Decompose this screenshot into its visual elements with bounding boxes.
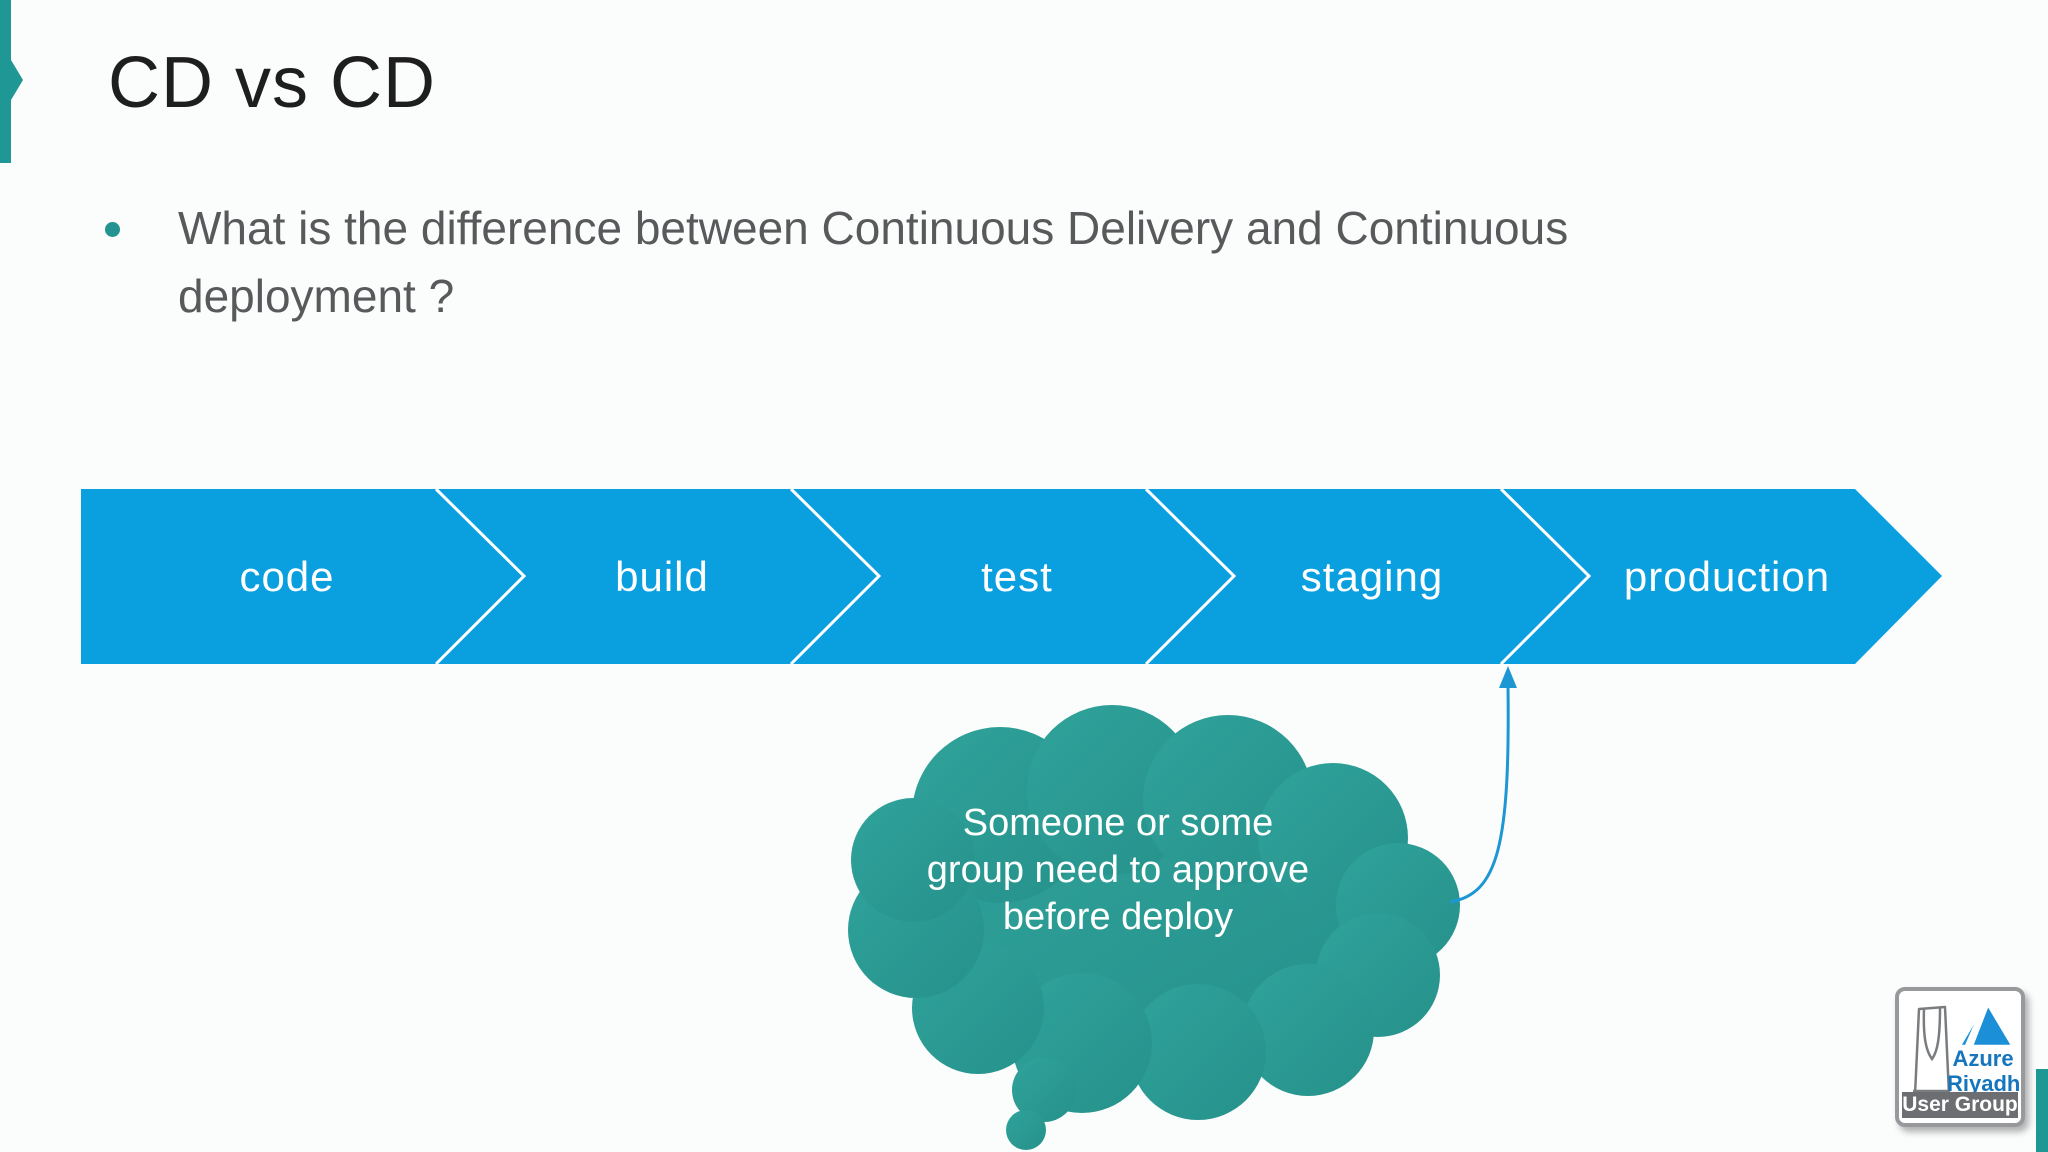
slide-accent-left: [0, 0, 23, 163]
cloud-callout-text: Someone or some group need to approve be…: [926, 802, 1310, 938]
chevron-separator: [1144, 487, 1237, 666]
stage-label-test: test: [981, 553, 1053, 600]
slide-accent-bottom-right: [2036, 1069, 2048, 1152]
logo-text-azure: Azure: [1952, 1046, 2014, 1071]
thought-bubble-trail-small: [1006, 1110, 1046, 1150]
question-text: What is the difference between Continuou…: [178, 202, 1569, 322]
stage-label-production: production: [1623, 553, 1831, 600]
thought-cloud-shape: [848, 705, 1460, 1150]
process-arrow-band: [81, 489, 1942, 664]
bullet-icon: [105, 222, 120, 237]
stage-label-build: build: [615, 553, 709, 600]
chevron-separator: [789, 487, 882, 666]
azure-riyadh-user-group-logo: Azure Riyadh User Group: [1895, 987, 2025, 1127]
stage-label-code: code: [239, 553, 335, 600]
thought-bubble-trail-large: [1012, 1058, 1076, 1122]
slide-title: CD vs CD: [108, 43, 436, 123]
logo-text-riyadh: Riyadh: [1947, 1071, 2021, 1096]
chevron-separator: [1499, 487, 1592, 666]
logo-banner-user-group: User Group: [1902, 1092, 2018, 1118]
approval-connector-arrow: [1449, 666, 1517, 904]
chevron-separator: [434, 487, 527, 666]
azure-logo-icon: [1961, 1003, 2011, 1047]
stage-label-staging: staging: [1300, 553, 1444, 600]
